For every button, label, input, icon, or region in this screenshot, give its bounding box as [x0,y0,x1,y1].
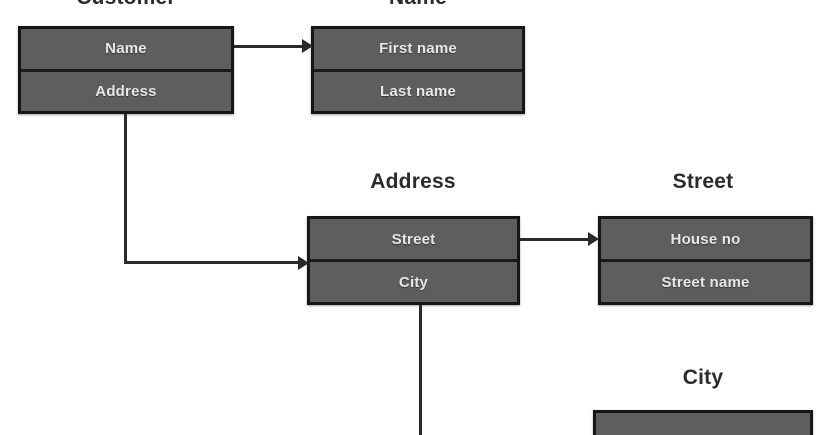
entity-box-city[interactable]: City name [593,410,813,435]
entity-title-customer: Customer [76,0,176,10]
entity-row-name-last[interactable]: Last name [314,68,522,111]
entity-title-city: City [682,366,724,389]
connector-customer-address-vline [124,114,127,264]
connector-address-street-arrowhead [588,232,599,246]
entity-row-address-city[interactable]: City [310,259,517,302]
entity-row-street-houseno[interactable]: House no [601,219,810,259]
entity-row-name-first[interactable]: First name [314,29,522,69]
entity-title-address: Address [370,170,456,193]
connector-customer-address-arrowhead [298,256,309,270]
entity-row-street-streetname[interactable]: Street name [601,259,810,302]
entity-title-name: Name [389,0,447,10]
connector-customer-address-hline [124,261,300,264]
entity-box-name[interactable]: First name Last name [311,26,525,114]
entity-box-street[interactable]: House no Street name [598,216,813,305]
entity-row-customer-address[interactable]: Address [21,68,231,111]
connector-customer-name-arrowhead [302,39,313,53]
entity-row-address-street[interactable]: Street [310,219,517,259]
entity-box-address[interactable]: Street City [307,216,520,305]
connector-address-city-vline [419,305,422,435]
entity-row-city-cityname[interactable]: City name [596,413,810,435]
connector-address-street-line [520,238,590,241]
entity-row-customer-name[interactable]: Name [21,29,231,69]
entity-title-street: Street [672,170,734,193]
entity-box-customer[interactable]: Name Address [18,26,234,114]
connector-customer-name-line [234,45,304,48]
